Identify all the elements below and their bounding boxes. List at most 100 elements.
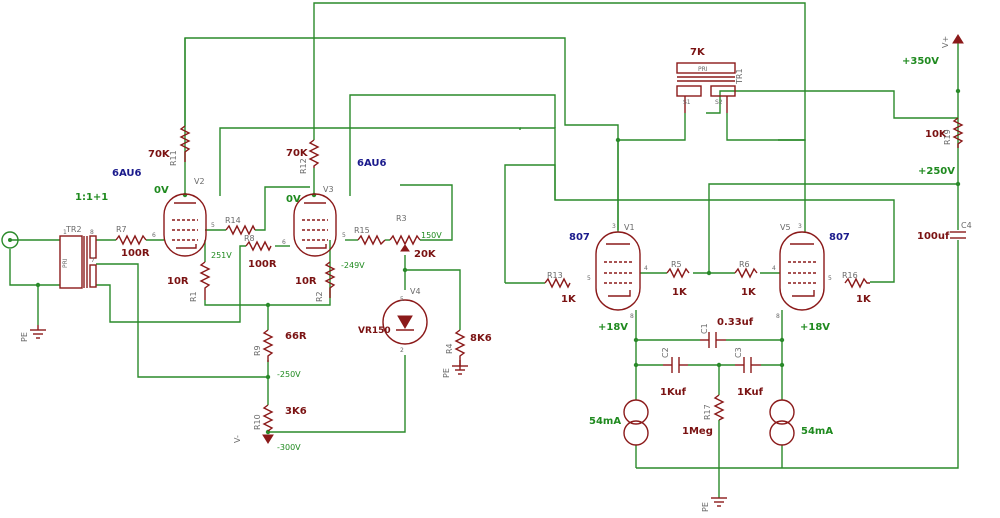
resistor-r14 (225, 224, 256, 236)
svg-text:4: 4 (772, 265, 776, 272)
tr1-s2-label: S2 (715, 99, 723, 106)
resistor-r9 (262, 329, 274, 362)
resistor-r17 (713, 394, 725, 421)
v2-cathode-voltage: 251V (211, 251, 232, 260)
c1-value: 0.33uf (717, 317, 754, 328)
svg-text:5: 5 (828, 275, 832, 282)
c4-value: 100uf (917, 231, 950, 242)
component-labels: 6AU6 6AU6 807 807 70K R11 70K R12 R7 100… (112, 47, 972, 437)
c2-ref: C2 (661, 347, 670, 358)
svg-text:6: 6 (282, 239, 286, 246)
neg250-voltage: -250V (277, 370, 301, 379)
resistor-r6 (734, 267, 758, 279)
r12-ref: R12 (299, 158, 308, 174)
r7-ref: R7 (116, 225, 127, 234)
svg-text:6: 6 (152, 232, 156, 239)
resistor-r7 (115, 234, 147, 246)
current-source-left (623, 399, 649, 446)
pin-numbers: 6 5 6 5 5 4 4 5 3 3 8 8 1 8 7 5 2 (63, 222, 832, 354)
r7-value: 100R (121, 248, 150, 259)
r14-ref: R14 (225, 216, 241, 225)
resistors (115, 117, 964, 432)
c3-ref: C3 (734, 347, 743, 358)
svg-text:5: 5 (211, 222, 215, 229)
current-source-right (769, 399, 795, 446)
r8-ref: R8 (244, 234, 255, 243)
r5-ref: R5 (671, 260, 682, 269)
tr2-pri-label: PRI (62, 258, 69, 268)
r1-value: 10R (167, 276, 189, 287)
svg-text:3: 3 (612, 223, 616, 230)
resistor-r8 (245, 240, 272, 252)
svg-text:8: 8 (776, 313, 780, 320)
resistor-r19 (952, 117, 964, 148)
svg-text:8: 8 (630, 313, 634, 320)
resistor-r12 (308, 139, 320, 168)
resistor-r2 (324, 261, 336, 298)
c1-ref: C1 (700, 323, 709, 334)
v2-type-label: 6AU6 (112, 168, 142, 179)
resistor-r4 (454, 329, 466, 370)
neg300-voltage: -300V (277, 443, 301, 452)
r13-value: 1K (561, 294, 577, 305)
r6-ref: R6 (739, 260, 750, 269)
r3-ref: R3 (396, 214, 407, 223)
c2-value: 1Kuf (660, 387, 687, 398)
r9-ref: R9 (253, 345, 262, 356)
tube-v3: V3 (293, 185, 337, 257)
v1-ref: V1 (624, 223, 635, 232)
v3-plate-voltage: 0V (286, 194, 301, 205)
r19-ref: R19 (943, 129, 952, 145)
supply-vplus-icon: V+ (941, 34, 964, 48)
tube-v2: V2 (163, 177, 207, 257)
r12-value: 70K (286, 148, 309, 159)
wires (9, 2, 959, 498)
resistor-r13 (544, 277, 571, 289)
r8-value: 100R (248, 259, 277, 270)
v5-ref: V5 (780, 223, 791, 232)
r16-value: 1K (856, 294, 872, 305)
v1-type-label: 807 (569, 232, 590, 243)
svg-text:5: 5 (400, 296, 404, 303)
r11-ref: R11 (169, 150, 178, 166)
capacitor-c3 (735, 357, 761, 373)
pot-wiper-icon (400, 244, 410, 252)
tr1-value: 7K (690, 47, 706, 58)
svg-text:5: 5 (587, 275, 591, 282)
resistor-r15 (357, 234, 386, 246)
r19-value: 10K (925, 129, 948, 140)
r13-ref: R13 (547, 271, 563, 280)
capacitor-c4 (950, 231, 966, 239)
resistor-r5 (666, 267, 690, 279)
ground-icon: PE (20, 325, 46, 342)
r9-value: 66R (285, 331, 307, 342)
tr2-ref: TR2 (65, 225, 82, 234)
v3-ref: V3 (323, 185, 334, 194)
tr1-pri-label: PRI (698, 66, 708, 73)
transformer-tr1: PRI S1 S2 TR1 (676, 62, 744, 113)
v2-plate-voltage: 0V (154, 185, 169, 196)
voltage-labels: 0V 0V 251V -249V 150V -250V -300V +18V +… (154, 56, 955, 452)
ground-icon: PE (701, 497, 727, 512)
cs-right-value: 54mA (801, 426, 833, 437)
r17-ref: R17 (703, 404, 712, 420)
r2-value: 10R (295, 276, 317, 287)
resistor-r1 (199, 261, 211, 300)
tr1-s1-label: S1 (683, 99, 691, 106)
transformer-tr2: TR2 PRI 1:1+1 (59, 192, 108, 289)
svg-text:4: 4 (644, 265, 648, 272)
r2-ref: R2 (315, 291, 324, 302)
r4-ref: R4 (445, 343, 454, 354)
r6-value: 1K (741, 287, 757, 298)
supply-vminus-icon: V- (233, 434, 274, 444)
r1-ref: R1 (189, 291, 198, 302)
capacitor-c2 (663, 357, 688, 373)
potentiometer-r3 (389, 234, 421, 246)
b350-voltage: +350V (902, 56, 939, 67)
pot-top-voltage: 150V (421, 231, 442, 240)
svg-text:V+: V+ (941, 36, 950, 48)
v5-cathode-voltage: +18V (800, 322, 830, 333)
resistor-r11 (179, 125, 191, 162)
r15-ref: R15 (354, 226, 370, 235)
v3-type-label: 6AU6 (357, 158, 387, 169)
